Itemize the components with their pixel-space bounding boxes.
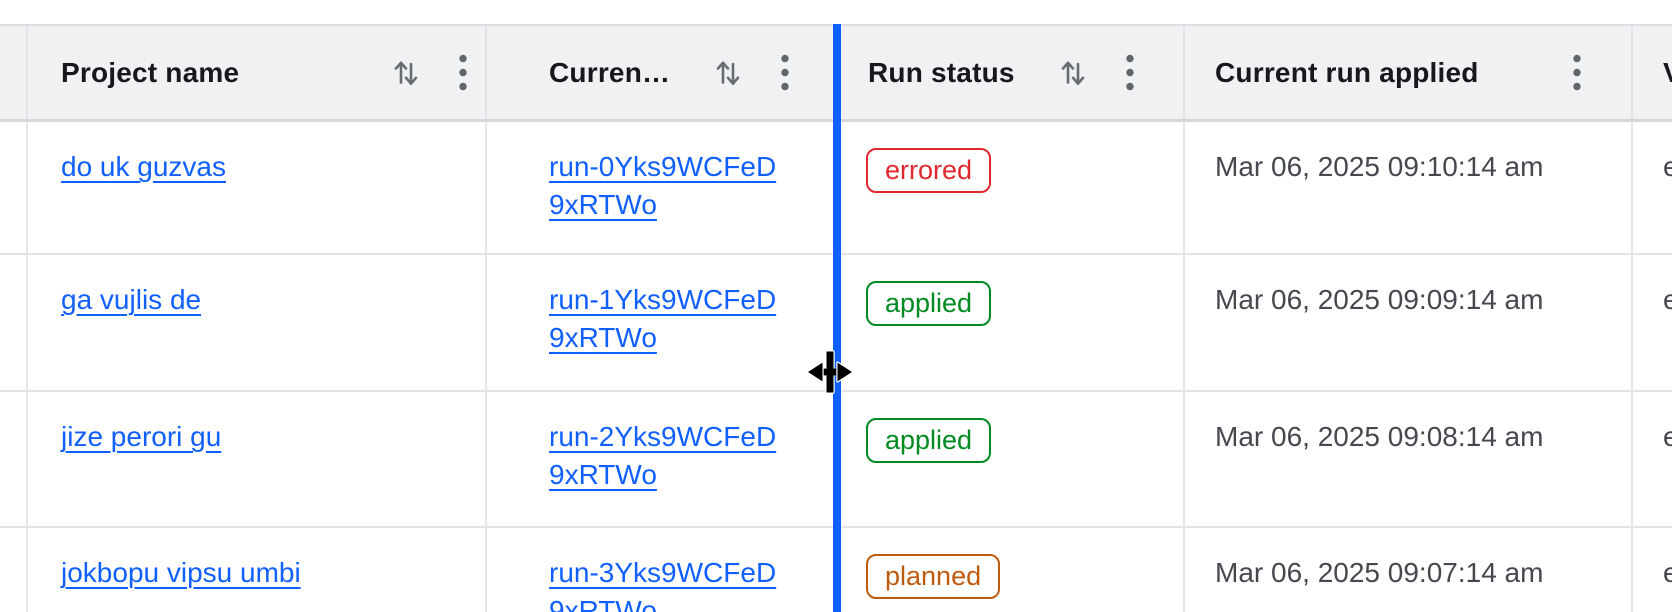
run-status-cell: applied: [837, 255, 1185, 390]
run-status-badge: applied: [866, 281, 992, 326]
run-status-badge: planned: [866, 554, 1001, 599]
header-cell-project-name: Project name: [28, 26, 487, 119]
truncated-cell: e: [1633, 122, 1672, 253]
run-link[interactable]: run-0Yks9WCFeD9xRTWo: [549, 151, 777, 220]
truncated-cell-text: e: [1663, 284, 1672, 315]
sort-arrows-icon: [394, 60, 418, 85]
current-run-cell: run-1Yks9WCFeD9xRTWo: [487, 255, 837, 390]
current-run-applied-cell: Mar 06, 2025 09:07:14 am: [1185, 528, 1633, 612]
run-status-badge: applied: [866, 418, 992, 463]
truncated-cell-text: e: [1663, 421, 1672, 452]
column-menu-button-current-run-applied[interactable]: [1573, 54, 1581, 91]
sort-arrows-icon: [716, 60, 740, 85]
project-link[interactable]: jokbopu vipsu umbi: [61, 557, 301, 588]
column-label-run-status: Run status: [868, 56, 1015, 88]
current-run-applied-cell: Mar 06, 2025 09:10:14 am: [1185, 122, 1633, 253]
current-run-applied-cell: Mar 06, 2025 09:08:14 am: [1185, 392, 1633, 526]
header-cell-leading: [0, 26, 28, 119]
project-link[interactable]: jize perori gu: [61, 421, 222, 452]
applied-timestamp: Mar 06, 2025 09:08:14 am: [1215, 421, 1544, 452]
kebab-menu-icon: [1126, 54, 1134, 91]
current-run-cell: run-2Yks9WCFeD9xRTWo: [487, 392, 837, 526]
current-run-cell: run-3Yks9WCFeD9xRTWo: [487, 528, 837, 612]
truncated-cell-text: e: [1663, 151, 1672, 182]
project-cell: jokbopu vipsu umbi: [28, 528, 487, 612]
truncated-cell: e: [1633, 392, 1672, 526]
run-status-badge: errored: [866, 148, 992, 193]
row-leading-cell: [0, 255, 28, 390]
truncated-cell-text: e: [1663, 557, 1672, 588]
sort-button-run-status[interactable]: [1060, 56, 1086, 90]
column-menu-button-current-run[interactable]: [781, 54, 789, 91]
run-status-cell: errored: [837, 122, 1185, 253]
current-run-cell: run-0Yks9WCFeD9xRTWo: [487, 122, 837, 253]
row-leading-cell: [0, 122, 28, 253]
run-status-cell: applied: [837, 392, 1185, 526]
sort-button-current-run[interactable]: [715, 56, 741, 90]
run-status-cell: planned: [837, 528, 1185, 612]
run-link[interactable]: run-3Yks9WCFeD9xRTWo: [549, 557, 777, 612]
kebab-menu-icon: [1573, 54, 1581, 91]
column-label-current-run-applied: Current run applied: [1215, 56, 1479, 88]
header-cell-current-run-applied: Current run applied: [1185, 26, 1633, 119]
kebab-menu-icon: [781, 54, 789, 91]
row-leading-cell: [0, 392, 28, 526]
header-cell-truncated: V: [1633, 26, 1672, 119]
applied-timestamp: Mar 06, 2025 09:07:14 am: [1215, 557, 1544, 588]
column-menu-button-project-name[interactable]: [459, 54, 467, 91]
kebab-menu-icon: [459, 54, 467, 91]
applied-timestamp: Mar 06, 2025 09:09:14 am: [1215, 284, 1544, 315]
applied-timestamp: Mar 06, 2025 09:10:14 am: [1215, 151, 1544, 182]
column-label-project-name: Project name: [61, 56, 240, 88]
header-cell-run-status: Run status: [837, 26, 1185, 119]
project-link[interactable]: do uk guzvas: [61, 151, 226, 182]
column-label-truncated: V: [1663, 57, 1672, 89]
project-cell: ga vujlis de: [28, 255, 487, 390]
truncated-cell: e: [1633, 528, 1672, 612]
row-leading-cell: [0, 528, 28, 612]
truncated-cell: e: [1633, 255, 1672, 390]
project-cell: jize perori gu: [28, 392, 487, 526]
project-cell: do uk guzvas: [28, 122, 487, 253]
sort-arrows-icon: [1061, 60, 1085, 85]
column-menu-button-run-status[interactable]: [1126, 54, 1134, 91]
project-link[interactable]: ga vujlis de: [61, 284, 202, 315]
sort-button-project-name[interactable]: [393, 56, 419, 90]
column-label-current-run: Curren…: [549, 56, 671, 88]
current-run-applied-cell: Mar 06, 2025 09:09:14 am: [1185, 255, 1633, 390]
run-link[interactable]: run-1Yks9WCFeD9xRTWo: [549, 284, 777, 353]
column-resize-line[interactable]: [833, 24, 841, 612]
run-link[interactable]: run-2Yks9WCFeD9xRTWo: [549, 421, 777, 490]
header-cell-current-run: Curren…: [487, 26, 837, 119]
